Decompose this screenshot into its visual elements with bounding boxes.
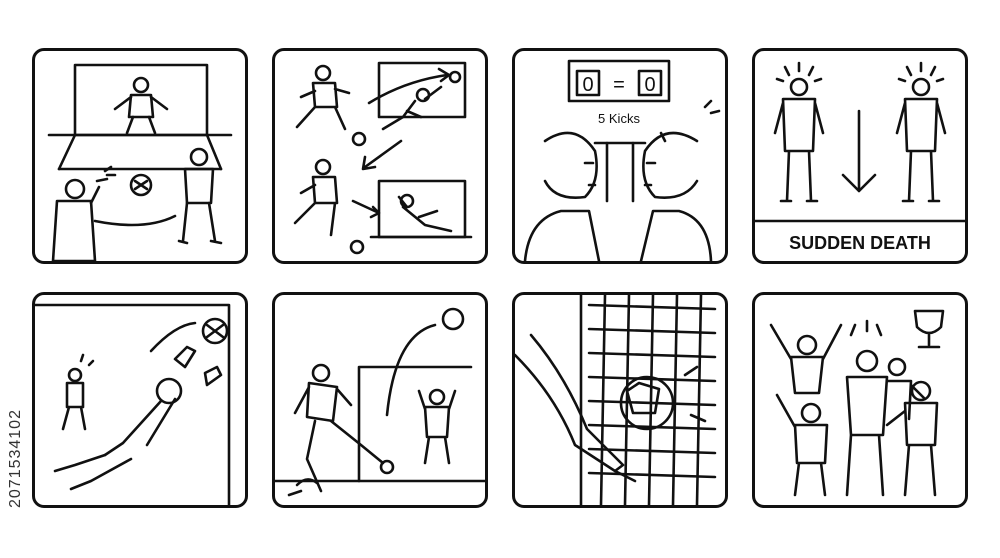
stock-image-id-text: 2071534102	[7, 409, 24, 508]
ball-trajectory	[385, 323, 437, 417]
panel-kick-shot	[272, 292, 488, 508]
net-vertical	[599, 295, 703, 505]
score-separator: =	[613, 74, 625, 96]
goal-frame	[357, 365, 473, 483]
right-player-face	[642, 131, 699, 199]
glove-side	[203, 365, 223, 387]
target-icon	[448, 70, 462, 84]
keeper-dive-illustration	[35, 303, 231, 505]
panel-keeper-dive	[32, 292, 248, 508]
ball-top	[351, 131, 367, 147]
next-kick-arrow	[363, 139, 403, 169]
goal-frame	[35, 303, 231, 505]
ball-bottom	[349, 239, 365, 255]
save-arrow	[351, 199, 381, 219]
kicks-caption: 5 Kicks	[598, 111, 640, 126]
penalty-arc	[93, 214, 177, 227]
referee-head	[64, 178, 86, 200]
panel-penalty-setup	[32, 48, 248, 264]
goal-frame	[73, 63, 209, 137]
goal-net-illustration	[515, 295, 717, 505]
panel-goal-net	[512, 292, 728, 508]
trophy-icon	[913, 309, 945, 349]
motion-lines	[149, 321, 197, 353]
sweat-drops	[659, 99, 721, 143]
away-score: 0	[644, 74, 655, 96]
goalkeeper-head	[155, 377, 183, 405]
glove-top	[173, 345, 197, 369]
kicking-leg	[515, 333, 625, 473]
goalkeeper-head	[132, 76, 150, 94]
penalty-setup-illustration	[47, 63, 233, 261]
panel-sudden-death: SUDDEN DEATH	[752, 48, 968, 264]
down-arrow-icon	[841, 109, 877, 193]
ball	[129, 173, 153, 197]
kicker-head	[189, 147, 209, 167]
home-score: 0	[582, 74, 593, 96]
panel-scoreboard-standoff: 0 = 0 5 Kicks	[512, 48, 728, 264]
kick-shot-illustration	[275, 307, 485, 497]
ball	[441, 307, 465, 331]
celebration-illustration	[769, 309, 945, 497]
stock-image-id: 2071534102	[4, 320, 30, 510]
panel-kick-sequence	[272, 48, 488, 264]
kick-sequence-illustration	[293, 61, 473, 255]
sudden-death-illustration: SUDDEN DEATH	[755, 61, 965, 253]
scoreboard	[567, 59, 671, 103]
ball	[201, 317, 229, 345]
sudden-death-caption: SUDDEN DEATH	[789, 233, 931, 253]
panel-celebration	[752, 292, 968, 508]
standoff-illustration: 0 = 0 5 Kicks	[523, 59, 721, 261]
goal-frame-bottom	[377, 179, 467, 239]
ball	[619, 375, 675, 431]
left-player-face	[543, 131, 598, 199]
shot-arrow	[367, 73, 449, 105]
